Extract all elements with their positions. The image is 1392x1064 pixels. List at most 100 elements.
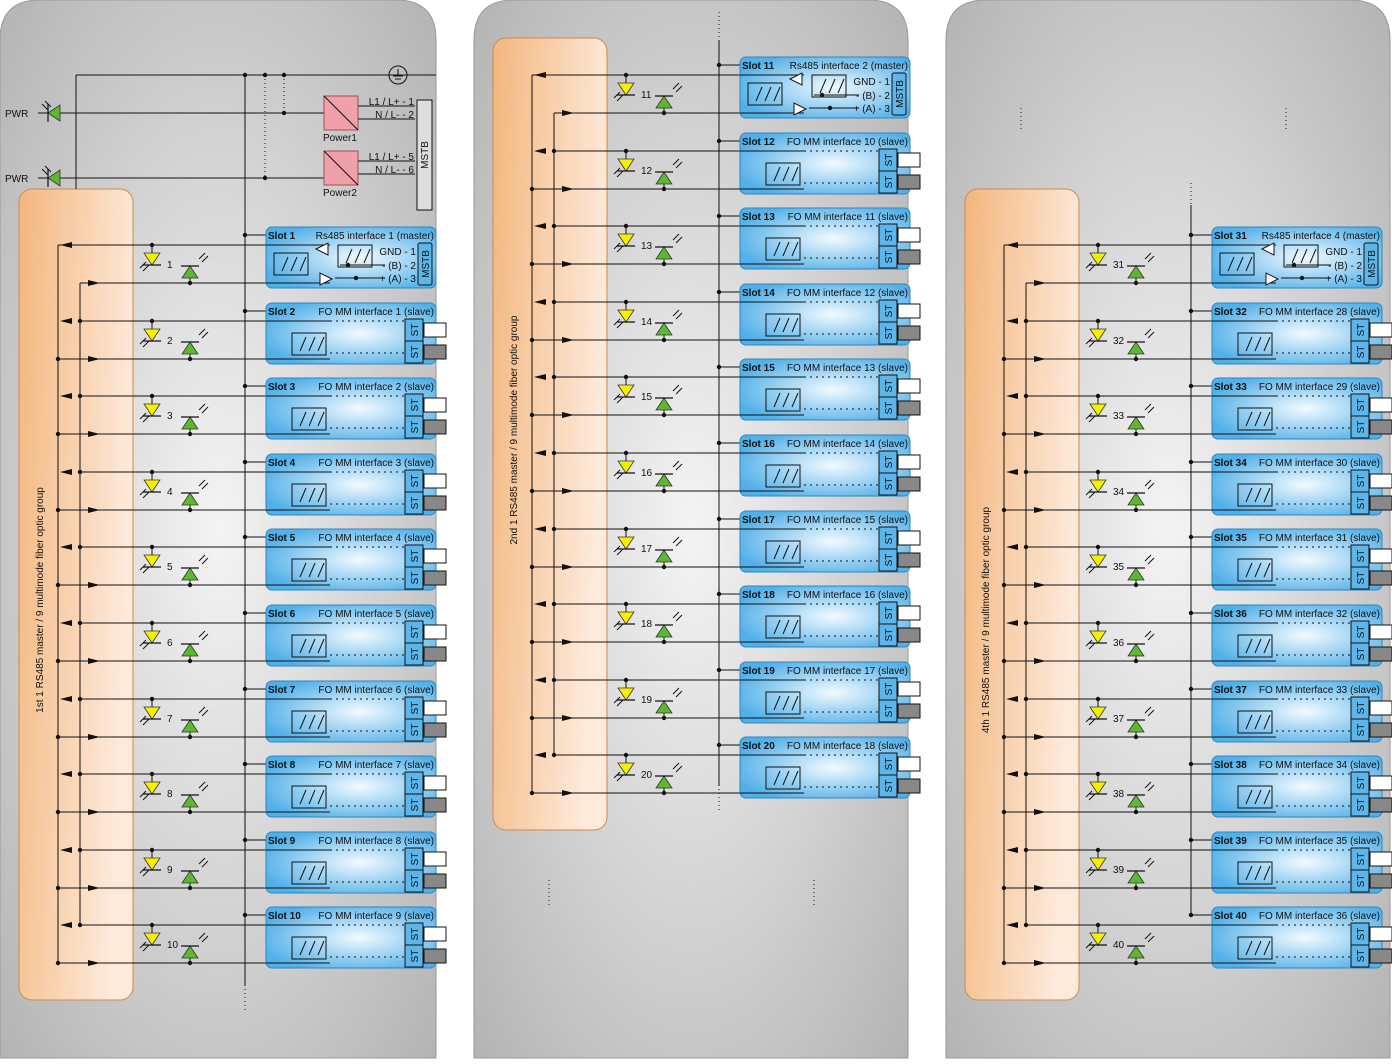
- light-arrow: [201, 633, 209, 641]
- mstb-connector: [1363, 242, 1379, 286]
- slot-number: Slot 9: [268, 836, 296, 847]
- relay-symbol: [1237, 710, 1273, 734]
- light-arrow: [44, 165, 52, 173]
- relay-box: [291, 558, 327, 582]
- wire: [317, 940, 325, 956]
- light-arrow: [672, 762, 680, 770]
- fiber-plug-tx: [423, 775, 447, 791]
- green-led-icon: [181, 403, 209, 430]
- junction-dot: [716, 213, 722, 219]
- relay-symbol: [765, 388, 801, 412]
- yellow-led-icon: [139, 932, 161, 952]
- junction-dot: [551, 374, 557, 380]
- light-arrow: [1085, 639, 1093, 647]
- light-arrow: [1088, 415, 1096, 423]
- led-triangle: [1127, 341, 1145, 355]
- led-triangle: [143, 630, 161, 644]
- wire: [308, 714, 316, 730]
- terminal-a: + (A) - 3: [1326, 274, 1363, 285]
- fiber-plug-tx: [897, 227, 921, 243]
- led-triangle: [143, 252, 161, 266]
- wire: [764, 86, 772, 102]
- relay-symbol: [765, 464, 801, 488]
- junction-dot: [1001, 507, 1007, 513]
- st-label: ST: [410, 875, 421, 888]
- relay-box: [765, 464, 801, 488]
- junction-dot: [77, 696, 83, 702]
- led-triangle: [1127, 492, 1145, 506]
- st-label: ST: [410, 853, 421, 866]
- fiber-plug-tx: [897, 454, 921, 470]
- led-triangle: [1089, 857, 1107, 871]
- relay-box: [273, 252, 309, 276]
- junction-dot: [55, 809, 61, 815]
- led-triangle: [143, 857, 161, 871]
- light-arrow: [1144, 403, 1152, 411]
- led-number: 8: [167, 789, 173, 800]
- relay-box: [765, 162, 801, 186]
- light-arrow: [1088, 944, 1096, 952]
- relay-symbol: [1237, 483, 1273, 507]
- light-arrow: [201, 557, 209, 565]
- fiber-plug-tx: [1369, 700, 1392, 716]
- wire: [1263, 562, 1271, 578]
- light-arrow: [613, 620, 621, 628]
- st-port-rx: [1350, 793, 1370, 817]
- yellow-led-icon: [139, 252, 161, 272]
- arrow-left-icon: [534, 299, 546, 305]
- slot-name: FO MM interface 33 (slave): [1259, 685, 1380, 696]
- fiber-plug-tx: [897, 530, 921, 546]
- ground-icon: [388, 65, 408, 85]
- led-triangle: [181, 567, 199, 581]
- fiber-plug-tx: [423, 926, 447, 942]
- arrow-left-icon: [1006, 847, 1018, 853]
- st-label: ST: [1356, 399, 1367, 412]
- st-label: ST: [1356, 875, 1367, 888]
- wire: [299, 336, 307, 352]
- junction-dot: [55, 734, 61, 740]
- wire: [308, 638, 316, 654]
- st-port-rx: [878, 321, 898, 345]
- light-arrow: [675, 236, 683, 244]
- fiber-plug-rx: [423, 495, 447, 511]
- light-arrow: [1144, 328, 1152, 336]
- green-led-icon: [1127, 781, 1155, 808]
- st-label: ST: [410, 648, 421, 661]
- light-arrow: [672, 309, 680, 317]
- green-led-icon: [1127, 252, 1155, 279]
- led-number: 9: [167, 865, 173, 876]
- led-triangle: [1127, 794, 1145, 808]
- arrow-left-icon: [534, 72, 546, 78]
- relay-symbol: [1283, 244, 1319, 268]
- st-port-rx: [404, 415, 424, 439]
- fiber-plug-rx: [1369, 722, 1392, 738]
- yellow-led-icon: [1085, 252, 1107, 272]
- light-arrow: [142, 264, 150, 272]
- led-triangle: [655, 473, 673, 487]
- junction-dot: [1001, 960, 1007, 966]
- st-label: ST: [410, 324, 421, 337]
- led-triangle: [1089, 932, 1107, 946]
- light-arrow: [1147, 482, 1155, 490]
- slot-name: FO MM interface 13 (slave): [787, 363, 908, 374]
- junction-dot: [529, 412, 535, 418]
- mstb-power-connector: [416, 99, 433, 211]
- wire: [782, 544, 790, 560]
- st-label: ST: [884, 629, 895, 642]
- wire: [782, 166, 790, 182]
- yellow-led-icon: [139, 554, 161, 574]
- relay-box: [291, 634, 327, 658]
- fiber-plug-tx: [423, 624, 447, 640]
- light-arrow: [1085, 790, 1093, 798]
- wire: [1309, 248, 1317, 264]
- green-led-icon: [655, 309, 683, 336]
- wire: [323, 150, 359, 186]
- panel-3: 4th 1 RS485 master / 9 multimode fiber o…: [945, 0, 1392, 1059]
- st-port-rx: [404, 566, 424, 590]
- light-arrow: [1144, 781, 1152, 789]
